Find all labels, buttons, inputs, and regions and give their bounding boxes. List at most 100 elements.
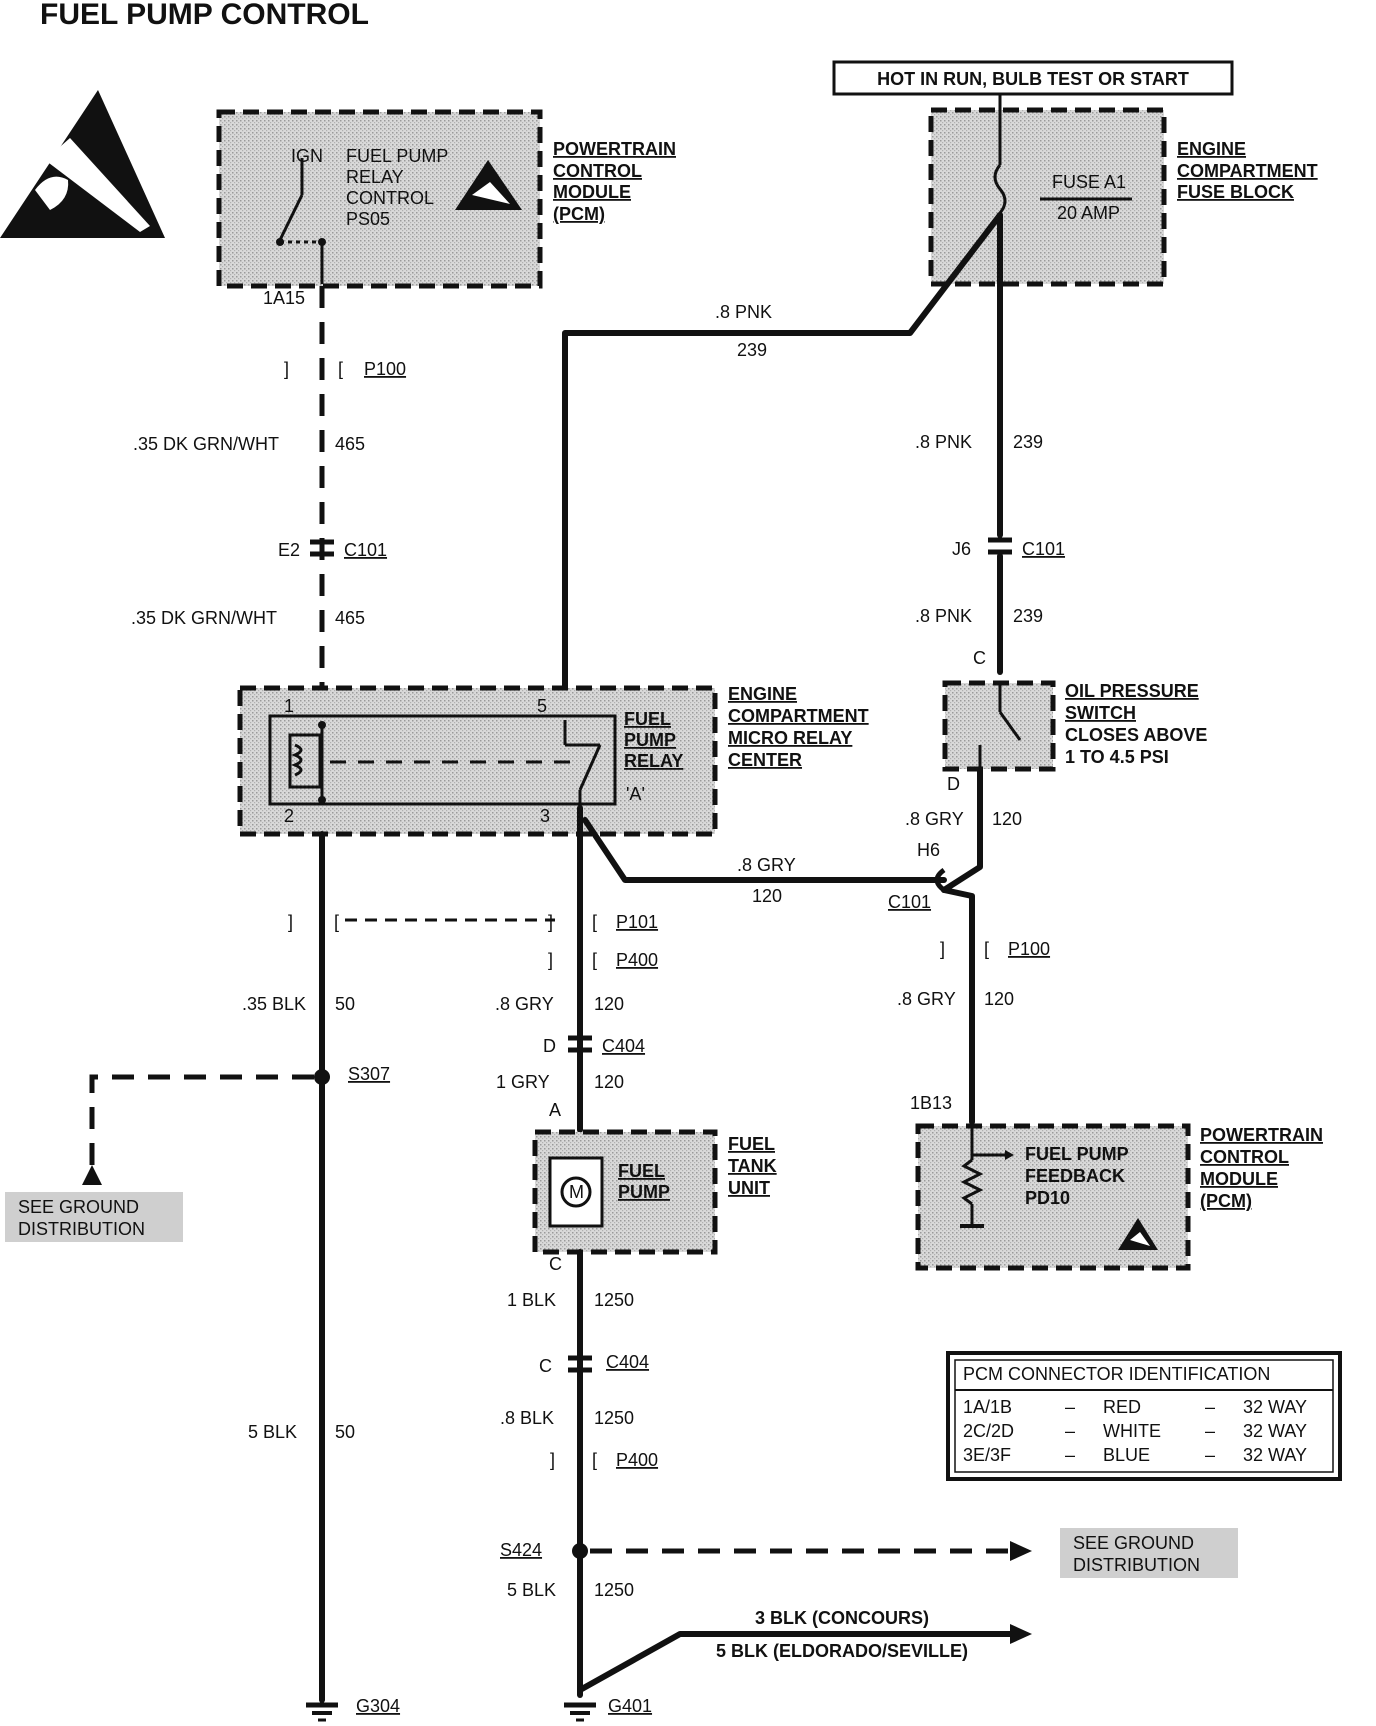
oil-pin-bottom: D [947, 774, 960, 794]
pcm-top-esd-icon [455, 160, 522, 210]
pcm-row-1-dash1: – [1065, 1421, 1075, 1441]
g401-ground-icon [564, 1702, 596, 1722]
p400-a-right-mark: [ [592, 950, 597, 970]
hot-label: HOT IN RUN, BULB TEST OR START [877, 69, 1189, 89]
c404-b: C404 [606, 1352, 649, 1372]
w120right-circuit: 120 [984, 989, 1014, 1009]
eldorado-label: 5 BLK (ELDORADO/SEVILLE) [716, 1641, 968, 1661]
pcm-top-text-2: CONTROL [346, 188, 434, 208]
tank-name-1: TANK [728, 1156, 777, 1176]
w1250b-circuit: 1250 [594, 1408, 634, 1428]
c404-a: C404 [602, 1036, 645, 1056]
pcm-bottom-name-3: (PCM) [1200, 1191, 1252, 1211]
pcm-row-2-dash2: – [1205, 1445, 1215, 1465]
w465b-circuit: 465 [335, 608, 365, 628]
p400-a-left-mark: ] [548, 950, 553, 970]
pcm-row-0-pin: 1A/1B [963, 1397, 1012, 1417]
s307: S307 [348, 1064, 390, 1084]
relay-center-name-0: ENGINE [728, 684, 797, 704]
fuse-block-name-0: ENGINE [1177, 139, 1246, 159]
oil-desc-1: 1 TO 4.5 PSI [1065, 747, 1169, 767]
c404-b-pin: C [539, 1356, 552, 1376]
c101-mid: C101 [888, 892, 931, 912]
p101-right-open: [ [592, 912, 597, 932]
p101-mid-mark: [ [334, 912, 339, 932]
pcm-row-0-ways: 32 WAY [1243, 1397, 1307, 1417]
w465b-size: .35 DK GRN/WHT [131, 608, 277, 628]
fuse-block-name-2: FUSE BLOCK [1177, 182, 1294, 202]
oil-name-0: OIL PRESSURE [1065, 681, 1199, 701]
pcm-table-header: PCM CONNECTOR IDENTIFICATION [963, 1364, 1270, 1384]
ground-dist-right-0: SEE GROUND [1073, 1533, 1194, 1553]
relay-center-name-3: CENTER [728, 750, 802, 770]
p400-a: P400 [616, 950, 658, 970]
esd-warning-icon [0, 90, 165, 238]
pcm-top-text-3: PS05 [346, 209, 390, 229]
pcm-bottom-text-1: FEEDBACK [1025, 1166, 1125, 1186]
pcm-top-pin: 1A15 [263, 288, 305, 308]
w239a-size: .8 PNK [915, 432, 972, 452]
c101-right-pin: J6 [952, 539, 971, 559]
p400-b-left-mark: ] [550, 1450, 555, 1470]
p100-top: P100 [364, 359, 406, 379]
p100-top-left-mark: ] [284, 359, 289, 379]
oil-pin-top: C [973, 648, 986, 668]
c101-left-pin: E2 [278, 540, 300, 560]
pcm-row-0-dash2: – [1205, 1397, 1215, 1417]
pcm-row-1-color: WHITE [1103, 1421, 1161, 1441]
relay-id: 'A' [626, 784, 645, 804]
relay-center-name-2: MICRO RELAY [728, 728, 852, 748]
w239b-circuit: 239 [1013, 606, 1043, 626]
w120tank-circuit: 120 [594, 1072, 624, 1092]
p100-right-right-mark: [ [984, 939, 989, 959]
w239top-circuit: 239 [737, 340, 767, 360]
pcm-row-0-color: RED [1103, 1397, 1141, 1417]
w465a-circuit: 465 [335, 434, 365, 454]
c101-mid-pin: H6 [917, 840, 940, 860]
pcm-top-name-1: CONTROL [553, 161, 642, 181]
pcm-bottom-name-1: CONTROL [1200, 1147, 1289, 1167]
relay-pin-2: 2 [284, 806, 294, 826]
pcm-row-2-dash1: – [1065, 1445, 1075, 1465]
w1250c-size: 5 BLK [507, 1580, 556, 1600]
pcm-top-name-2: MODULE [553, 182, 631, 202]
c101-left: C101 [344, 540, 387, 560]
relay-pin-5: 5 [537, 696, 547, 716]
c404-a-pin: D [543, 1036, 556, 1056]
tank-pin-bottom: C [549, 1254, 562, 1274]
relay-pin-1: 1 [284, 696, 294, 716]
w50a-size: .35 BLK [242, 994, 306, 1014]
w1250b-size: .8 BLK [500, 1408, 554, 1428]
pcm-top-text-1: RELAY [346, 167, 404, 187]
w50a-circuit: 50 [335, 994, 355, 1014]
c101-right: C101 [1022, 539, 1065, 559]
p100-right: P100 [1008, 939, 1050, 959]
relay-inner-box [268, 714, 617, 806]
relay-label-0: FUEL [624, 709, 671, 729]
w120right-size: .8 GRY [897, 989, 956, 1009]
g304: G304 [356, 1696, 400, 1716]
w120mid-size: .8 GRY [737, 855, 796, 875]
p400-b-right-mark: [ [592, 1450, 597, 1470]
oil-desc-0: CLOSES ABOVE [1065, 725, 1207, 745]
pump-label-1: PUMP [618, 1182, 670, 1202]
pcm-row-2-color: BLUE [1103, 1445, 1150, 1465]
pcm-row-1-dash2: – [1205, 1421, 1215, 1441]
ground-dist-right-box [1060, 1528, 1238, 1578]
w239top-size: .8 PNK [715, 302, 772, 322]
page-title: FUEL PUMP CONTROL [40, 0, 369, 31]
tank-name-0: FUEL [728, 1134, 775, 1154]
w1250c-circuit: 1250 [594, 1580, 634, 1600]
w465a-size: .35 DK GRN/WHT [133, 434, 279, 454]
fuel-pump-motor-icon [560, 1176, 592, 1208]
pcm-bottom-text-2: PD10 [1025, 1188, 1070, 1208]
p100-top-right-mark: [ [338, 359, 343, 379]
concours-label: 3 BLK (CONCOURS) [755, 1608, 929, 1628]
pcm-row-1-ways: 32 WAY [1243, 1421, 1307, 1441]
hot-label-box [832, 60, 1234, 96]
w120relay-size: .8 GRY [495, 994, 554, 1014]
g401: G401 [608, 1696, 652, 1716]
p101-left-mark: ] [288, 912, 293, 932]
w120mid-circuit: 120 [752, 886, 782, 906]
